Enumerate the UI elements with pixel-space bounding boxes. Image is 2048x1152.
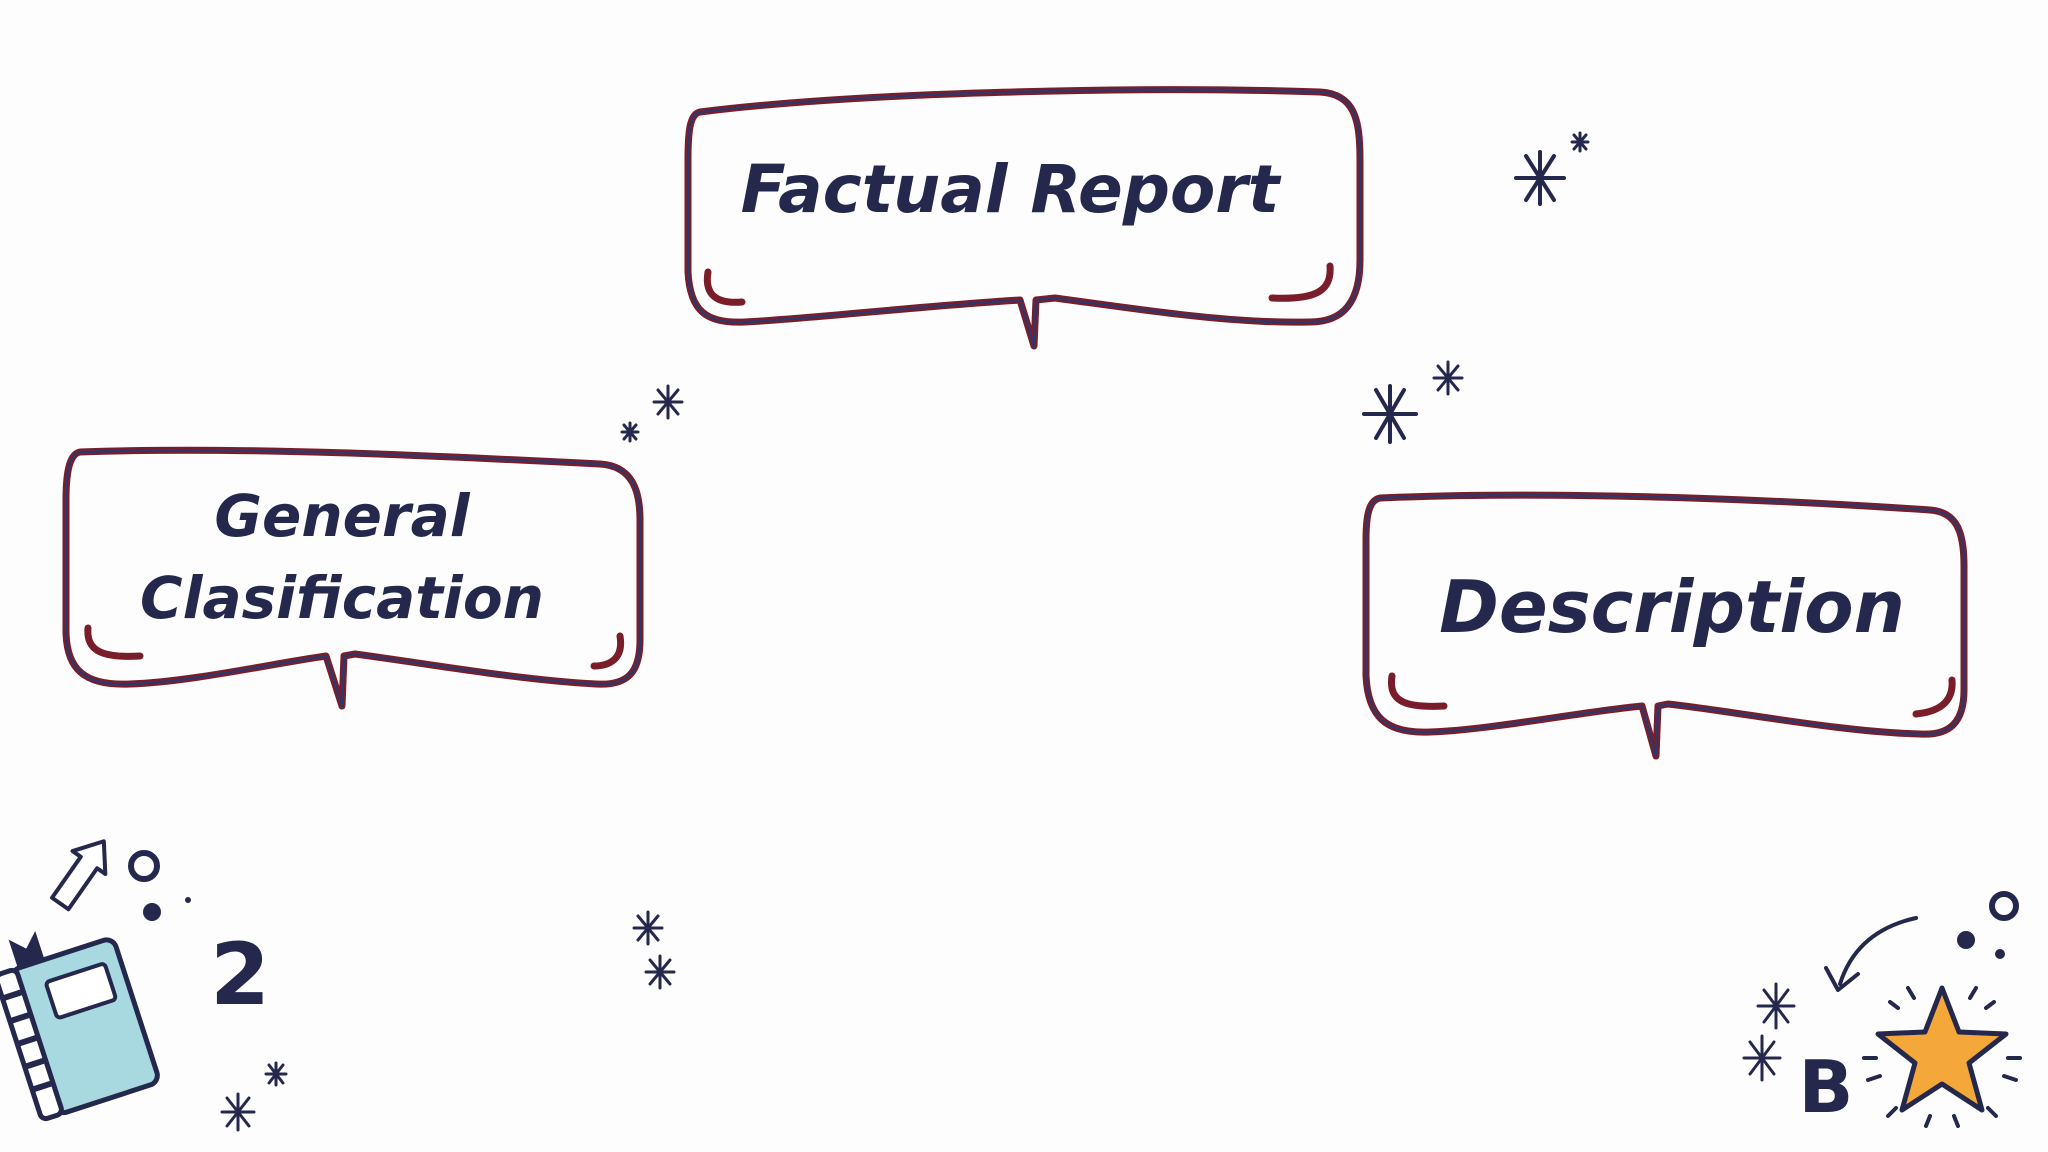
sparkle-middle-left-icon [620,384,684,443]
arrow-up-right-icon [50,839,108,912]
dot-icon [143,903,161,921]
sparkle-middle-right-icon [1362,360,1464,444]
bubble-factual-report: Factual Report [684,86,1364,350]
letter-b-glyph: B [1799,1045,1854,1129]
node-general-line2: Clasification [140,564,544,632]
dot-icon [1957,931,1975,949]
number-two-glyph: 2 [210,925,270,1025]
bubble-general-clasification: General Clasification [62,446,644,710]
bubble-description: Description [1362,491,1968,760]
curved-arrow-icon [1824,916,1918,992]
dot-small-icon [1995,949,2005,959]
dot-small-icon [185,897,191,903]
book-icon [0,930,160,1122]
node-factual-report: Factual Report [741,151,1282,228]
circle-outline-icon [1989,891,2019,921]
sparkle-top-right-icon [1514,131,1590,206]
bottom-right-decoration: B [1742,891,2022,1129]
node-description: Description [1439,565,1905,649]
sparkle-center-bottom-icon [632,910,676,990]
bottom-left-decoration: 2 [0,839,288,1132]
circle-outline-icon [128,850,160,882]
node-general-line1: General [214,482,470,550]
star-icon [1862,985,2022,1128]
